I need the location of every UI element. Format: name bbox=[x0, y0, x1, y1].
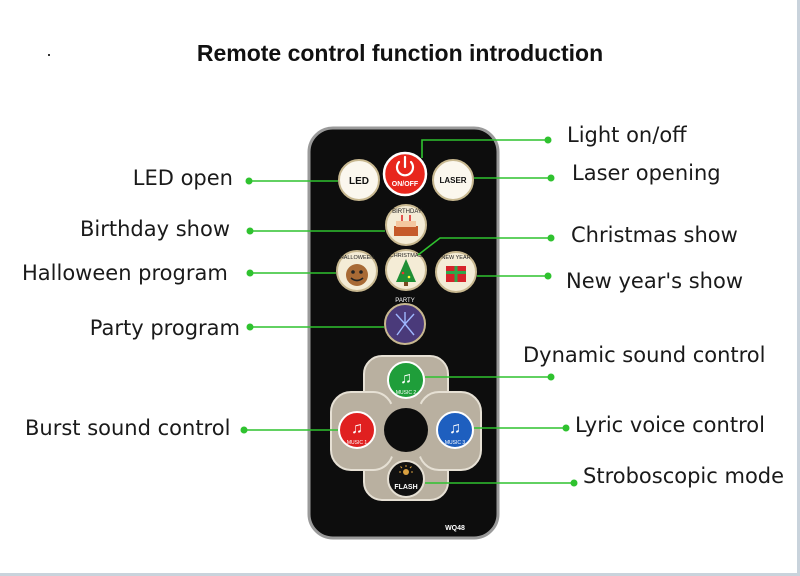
tree-icon bbox=[396, 259, 416, 286]
fireworks-icon bbox=[395, 312, 415, 336]
cake-icon bbox=[394, 215, 418, 236]
connectors bbox=[240, 136, 578, 487]
label-christmas-show: Christmas show bbox=[571, 223, 738, 247]
label-lyric-voice-control: Lyric voice control bbox=[575, 413, 765, 437]
sun-icon bbox=[399, 465, 413, 475]
laser-button-label: LASER bbox=[439, 176, 466, 185]
halloween-button[interactable]: HALLOWEEN bbox=[336, 250, 378, 292]
onoff-button[interactable]: ON/OFF bbox=[382, 151, 428, 197]
halloween-button-label: HALLOWEEN bbox=[340, 255, 375, 261]
led-button[interactable]: LED bbox=[338, 159, 380, 201]
label-stroboscopic-mode: Stroboscopic mode bbox=[583, 464, 785, 488]
pumpkin-icon bbox=[346, 264, 368, 286]
label-party-program: Party program bbox=[89, 316, 240, 340]
christmas-button-label: CHRISTMAS bbox=[390, 253, 423, 259]
label-burst-sound-control: Burst sound control bbox=[25, 416, 231, 440]
label-dynamic-sound-control: Dynamic sound control bbox=[523, 343, 766, 367]
music2-button[interactable]: ♫ MUSIC 2 bbox=[387, 361, 425, 399]
music1-button-label: MUSIC 1 bbox=[347, 440, 368, 446]
flash-button[interactable]: FLASH bbox=[387, 460, 425, 498]
bottom-border bbox=[0, 573, 800, 576]
music2-button-label: MUSIC 2 bbox=[396, 390, 417, 396]
christmas-button[interactable]: CHRISTMAS bbox=[385, 249, 427, 291]
music-note-icon: ♫ bbox=[351, 420, 363, 437]
gift-icon bbox=[446, 266, 466, 282]
connector-light-onoff bbox=[421, 139, 548, 158]
power-icon bbox=[395, 155, 415, 177]
laser-button[interactable]: LASER bbox=[432, 159, 474, 201]
flash-button-label: FLASH bbox=[394, 484, 417, 491]
music1-button[interactable]: ♫ MUSIC 1 bbox=[338, 411, 376, 449]
right-border bbox=[797, 0, 800, 576]
pad-center bbox=[384, 408, 428, 452]
stray-dot bbox=[48, 54, 50, 56]
label-light-onoff: Light on/off bbox=[567, 123, 687, 147]
connector-christmas-show bbox=[417, 237, 551, 256]
label-halloween-program: Halloween program bbox=[22, 261, 228, 285]
party-button-label: PARTY bbox=[395, 298, 414, 304]
music-note-icon: ♫ bbox=[400, 370, 412, 387]
party-button[interactable]: PARTY bbox=[384, 298, 426, 345]
label-laser-opening: Laser opening bbox=[572, 161, 721, 185]
birthday-button[interactable]: BIRTHDAY bbox=[385, 204, 427, 246]
newyear-button[interactable]: NEW YEAR bbox=[435, 251, 477, 293]
page-title: Remote control function introduction bbox=[196, 40, 604, 66]
birthday-button-label: BIRTHDAY bbox=[392, 209, 422, 215]
onoff-button-label: ON/OFF bbox=[392, 181, 419, 188]
newyear-button-label: NEW YEAR bbox=[441, 255, 470, 261]
label-led-open: LED open bbox=[132, 166, 233, 190]
music3-button[interactable]: ♫ MUSIC 3 bbox=[436, 411, 474, 449]
label-new-years-show: New year's show bbox=[566, 269, 743, 293]
label-birthday-show: Birthday show bbox=[80, 217, 230, 241]
model-label: WQ48 bbox=[445, 525, 465, 532]
led-button-label: LED bbox=[349, 176, 369, 187]
music-note-icon: ♫ bbox=[449, 420, 461, 437]
music3-button-label: MUSIC 3 bbox=[445, 440, 466, 446]
